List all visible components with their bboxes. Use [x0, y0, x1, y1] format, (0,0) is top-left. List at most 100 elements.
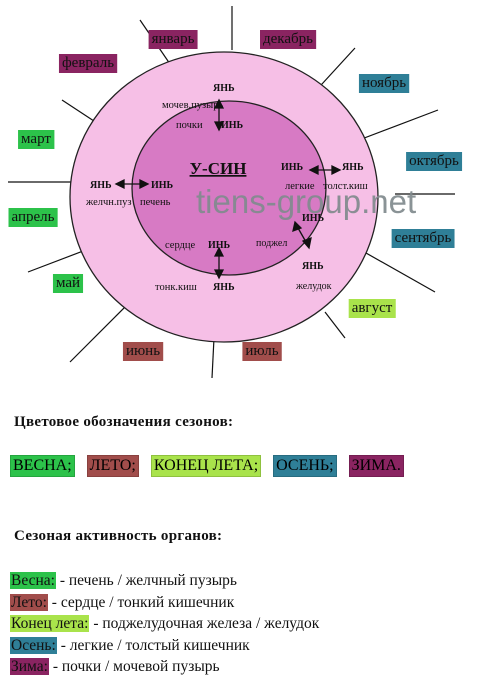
organ-label-kidneys: почки	[176, 120, 203, 131]
arrow-head-icon	[331, 164, 342, 176]
arrow-head-icon	[292, 220, 303, 233]
month-swatch	[242, 342, 282, 361]
legend-late-summer: КОНЕЦ ЛЕТА;	[150, 455, 262, 477]
organ-row-text: - почки / мочевой пузырь	[48, 658, 220, 675]
organ-label-yin: ИНЬ	[281, 162, 304, 173]
legend-winter: ЗИМА.	[348, 455, 404, 477]
arrow-head-icon	[213, 269, 225, 280]
month-label: август	[352, 300, 393, 316]
month-swatch	[122, 342, 164, 361]
legend-autumn: ОСЕНЬ;	[273, 455, 337, 477]
month-label: апрель	[12, 209, 55, 225]
month-july: июль	[242, 342, 282, 361]
month-label: май	[56, 275, 80, 291]
month-swatch	[391, 229, 455, 248]
organ-label-yang: ЯНЬ	[342, 162, 364, 173]
organ-label-liver: печень	[140, 197, 171, 208]
month-swatch	[260, 30, 317, 49]
arrow-head-icon	[213, 98, 225, 109]
organs-title: Сезоная активность органов:	[14, 528, 223, 544]
organ-season-label: Весна:	[10, 572, 56, 589]
organ-label-large-intestine: толст.киш	[323, 181, 368, 192]
month-august: август	[348, 299, 396, 318]
organ-season-label: Зима:	[10, 658, 49, 675]
organ-label-lungs: легкие	[285, 181, 315, 192]
season-wheel-diagram: У-СИН мочев.пузырь ЯНЬ почки ИНЬ ИНЬ ЯНЬ…	[8, 6, 463, 379]
organ-row-text: - легкие / толстый кишечник	[56, 636, 250, 654]
month-april: апрель	[8, 208, 58, 227]
month-label: ноябрь	[362, 75, 406, 91]
organ-row-winter: Зима: - почки / мочевой пузырь	[10, 656, 319, 678]
organ-row-summer: Лето: - сердце / тонкий кишечник	[10, 592, 319, 614]
arrow-head-icon	[213, 246, 225, 257]
organ-row-autumn: Осень: - легкие / толстый кишечник	[10, 635, 319, 657]
divider-line	[324, 311, 346, 339]
month-swatch	[348, 299, 396, 318]
month-swatch	[148, 30, 198, 49]
organ-label-yin: ИНЬ	[221, 120, 244, 131]
organ-label-yin: ИНЬ	[302, 213, 325, 224]
month-label: сентябрь	[395, 230, 452, 246]
month-september: сентябрь	[391, 229, 455, 248]
organ-season-label: Лето:	[10, 593, 48, 611]
organ-label-gallbladder: желчн.пуз	[85, 197, 132, 208]
month-label: март	[21, 131, 51, 147]
month-june: июнь	[122, 342, 164, 361]
organ-activity-list: Весна: - печень / желчный пузырь Лето: -…	[10, 570, 319, 678]
organ-label-yang: ЯНЬ	[90, 180, 112, 191]
month-swatch	[52, 274, 84, 293]
month-label: июль	[245, 343, 278, 359]
month-label: октябрь	[409, 153, 459, 169]
organ-label-pancreas: поджел	[256, 238, 287, 249]
organ-season-label: Осень:	[10, 636, 57, 654]
organ-row-text: - печень / желчный пузырь	[55, 572, 237, 589]
legend-title: Цветовое обозначения сезонов:	[14, 414, 234, 430]
organ-label-yin: ИНЬ	[208, 240, 231, 251]
month-february: февраль	[58, 54, 118, 73]
organ-season-label: Конец лета:	[10, 615, 90, 632]
organ-label-stomach: желудок	[295, 281, 332, 292]
month-swatch	[58, 54, 118, 73]
month-december: декабрь	[260, 30, 317, 49]
month-may: май	[52, 274, 84, 293]
legend-spring: ВЕСНА;	[10, 455, 75, 477]
organ-row-text: - поджелудочная железа / желудок	[89, 615, 320, 632]
organ-label-heart: сердце	[165, 240, 196, 251]
arrow-head-icon	[139, 178, 150, 190]
month-label: декабрь	[263, 31, 313, 47]
month-swatch	[358, 74, 410, 93]
month-swatch	[406, 152, 463, 171]
organ-arrows	[114, 98, 342, 280]
season-color-legend: ВЕСНА; ЛЕТО; КОНЕЦ ЛЕТА; ОСЕНЬ; ЗИМА.	[10, 455, 412, 477]
organ-label-small-intestine: тонк.киш	[155, 282, 197, 293]
organ-label-bladder: мочев.пузырь	[162, 100, 223, 111]
organ-label-yin: ИНЬ	[151, 180, 174, 191]
center-label: У-СИН	[190, 159, 247, 178]
watermark-text: tiens-group.net	[196, 183, 416, 220]
month-label: январь	[152, 31, 195, 47]
legend-summer: ЛЕТО;	[86, 455, 139, 477]
organ-row-late-summer: Конец лета: - поджелудочная железа / жел…	[10, 613, 319, 635]
month-label: июнь	[126, 343, 160, 359]
month-swatch	[8, 208, 58, 227]
arrow-head-icon	[213, 121, 225, 132]
month-label: февраль	[62, 55, 114, 71]
month-labels: январь декабрь февраль ноябрь март октяб…	[8, 30, 463, 361]
month-march: март	[18, 130, 55, 149]
divider-line	[69, 301, 131, 363]
organ-row-text: - сердце / тонкий кишечник	[47, 593, 235, 611]
month-october: октябрь	[406, 152, 463, 171]
inner-circle	[131, 100, 327, 276]
organ-row-spring: Весна: - печень / желчный пузырь	[10, 570, 319, 592]
arrow-head-icon	[114, 178, 125, 190]
arrow-diagonal	[297, 227, 307, 243]
month-january: январь	[148, 30, 198, 49]
arrow-head-icon	[308, 164, 319, 176]
organ-label-yang: ЯНЬ	[213, 282, 235, 293]
organ-label-yang: ЯНЬ	[213, 83, 235, 94]
arrow-head-icon	[301, 236, 312, 250]
month-swatch	[18, 130, 55, 149]
organ-labels: мочев.пузырь ЯНЬ почки ИНЬ ИНЬ ЯНЬ легки…	[85, 83, 368, 293]
organ-label-yang: ЯНЬ	[302, 261, 324, 272]
month-november: ноябрь	[358, 74, 410, 93]
